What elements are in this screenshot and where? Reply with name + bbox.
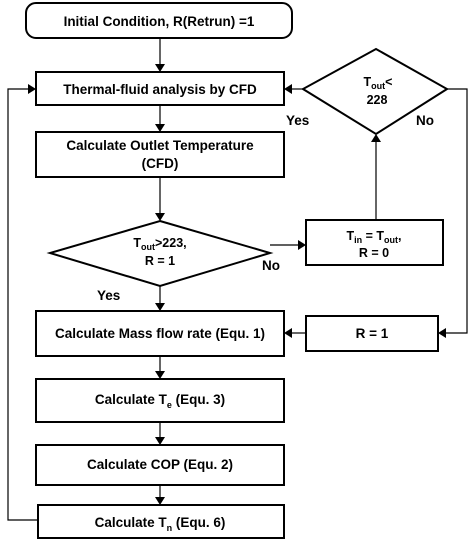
arrowhead [155,371,165,379]
node-calculate-cop: Calculate COP (Equ. 2) [35,444,285,486]
calculate-tn-label: Calculate Tn (Equ. 6) [95,515,226,533]
tin-box-label-line1: Tin = Tout, [346,229,401,245]
node-outlet-temperature: Calculate Outlet Temperature (CFD) [35,131,285,178]
decision1-label-line2: R = 1 [145,254,175,268]
decision2-yes-label: Yes [286,113,309,128]
node-cfd-analysis: Thermal-fluid analysis by CFD [35,71,285,106]
edge-decision2-no-to-r1 [446,88,468,334]
arrowhead [155,124,165,132]
mass-flow-rate-label: Calculate Mass flow rate (Equ. 1) [55,326,265,341]
node-decision-tout-223: Tout>223, R = 1 [46,219,274,288]
outlet-temperature-label-line1: Calculate Outlet Temperature [66,138,254,153]
arrowhead [438,328,446,338]
node-mass-flow-rate: Calculate Mass flow rate (Equ. 1) [35,310,285,357]
arrowhead [155,213,165,221]
arrowhead [284,84,292,94]
arrowhead [371,134,381,142]
calculate-te-label: Calculate Te (Equ. 3) [95,392,225,410]
node-calculate-te: Calculate Te (Equ. 3) [35,378,285,423]
decision2-label-line1: Tout< [364,75,393,91]
arrowhead [155,497,165,505]
tin-box-label-line2: R = 0 [359,246,389,260]
edge-tn-loop-to-cfd [7,88,38,521]
r1-box-label: R = 1 [356,326,389,341]
node-calculate-tn: Calculate Tn (Equ. 6) [37,504,285,539]
decision2-no-label: No [416,113,434,128]
arrowhead [155,64,165,72]
node-decision-tout-228: Tout< 228 [301,47,449,136]
node-tin-equals-tout: Tin = Tout, R = 0 [305,219,444,266]
decision2-label-line2: 228 [367,93,388,107]
decision1-label-line1: Tout>223, [133,236,186,252]
initial-condition-label: Initial Condition, R(Retrun) =1 [64,14,255,29]
arrowhead [155,303,165,311]
arrowhead [28,84,36,94]
arrowhead [284,328,292,338]
cfd-analysis-label: Thermal-fluid analysis by CFD [63,82,257,97]
decision1-no-label: No [262,258,280,273]
arrowhead [155,437,165,445]
node-r-equals-1: R = 1 [305,315,439,352]
node-initial-condition: Initial Condition, R(Retrun) =1 [25,2,293,39]
decision1-yes-label: Yes [97,288,120,303]
edges [7,38,468,521]
calculate-cop-label: Calculate COP (Equ. 2) [87,457,233,472]
outlet-temperature-label-line2: (CFD) [142,156,179,171]
arrowhead [298,240,306,250]
